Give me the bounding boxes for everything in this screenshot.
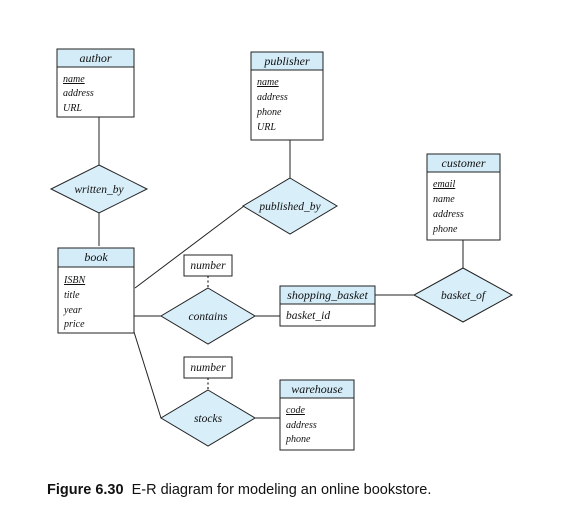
entity-book-attr-3: price (63, 319, 85, 330)
relationship-stocks-diamond (160, 389, 256, 447)
line-book-stocks (133, 331, 162, 419)
entity-customer-attr-0: email (433, 179, 455, 190)
entity-customer: customer email name address phone (426, 153, 501, 241)
attribute-box-stocks-number: number (183, 356, 233, 379)
entity-author-attr-0: name (63, 74, 85, 85)
entity-author: author name address URL (56, 48, 135, 118)
relationship-published_by: published_by (242, 177, 338, 235)
entity-customer-attr-2: address (433, 209, 464, 220)
entity-shopping_basket: shopping_basket basket_id (279, 285, 376, 327)
entity-customer-attr-3: phone (432, 224, 458, 235)
entity-author-title: author (79, 51, 111, 65)
relationship-written_by: written_by (49, 164, 149, 214)
attribute-box-stocks-number-label: number (190, 362, 226, 374)
attribute-box-stocks-number-rect (183, 356, 233, 379)
relationship-basket_of-label: basket_of (441, 290, 487, 302)
entity-author-attr-1: address (63, 88, 94, 99)
entity-book: book ISBN title year price (57, 247, 135, 334)
entity-book-title: book (84, 250, 108, 264)
relationship-stocks-label: stocks (194, 413, 223, 425)
entity-book-attr-0: ISBN (63, 275, 86, 286)
entity-author-attr-2: URL (63, 103, 82, 114)
entity-publisher-attr-0: name (257, 77, 279, 88)
entity-warehouse-body (279, 397, 355, 451)
entity-warehouse-attr-0: code (286, 405, 305, 416)
connector-lines (98, 117, 464, 419)
attribute-box-contains-number-label: number (190, 260, 226, 272)
entity-publisher-attr-2: phone (256, 107, 282, 118)
entity-customer-body (426, 171, 501, 241)
entity-shopping_basket-body (279, 303, 376, 327)
entity-author-body (56, 66, 135, 118)
entity-warehouse: warehouse code address phone (279, 379, 355, 451)
entity-publisher: publisher name address phone URL (250, 51, 324, 141)
entity-book-body (57, 266, 135, 334)
relationship-published_by-label: published_by (258, 201, 321, 213)
entity-book-attr-1: title (64, 290, 80, 301)
figure-caption-label: Figure 6.30 (47, 482, 124, 498)
relationship-basket_of: basket_of (412, 267, 514, 323)
entity-publisher-attr-1: address (257, 92, 288, 103)
figure-caption-text: E-R diagram for modeling an online books… (131, 482, 432, 498)
entity-shopping_basket-title: shopping_basket (287, 288, 368, 302)
relationship-contains-diamond (160, 287, 256, 345)
relationship-stocks: stocks (160, 389, 256, 447)
line-published_by-book (134, 205, 245, 289)
attribute-box-contains-number: number (183, 254, 233, 277)
relationship-written_by-label: written_by (74, 184, 124, 196)
entity-customer-attr-1: name (433, 194, 455, 205)
entity-warehouse-attr-1: address (286, 420, 317, 431)
relationship-written_by-diamond (49, 164, 149, 214)
figure-caption: Figure 6.30 E-R diagram for modeling an o… (47, 482, 431, 498)
entity-book-attr-2: year (63, 305, 82, 316)
relationship-contains-label: contains (189, 311, 228, 323)
entity-shopping_basket-attr-0: basket_id (286, 310, 330, 322)
entity-warehouse-attr-2: phone (285, 434, 311, 445)
relationship-basket_of-diamond (412, 267, 514, 323)
attribute-box-contains-number-rect (183, 254, 233, 277)
relationship-contains: contains (160, 287, 256, 345)
entity-customer-title: customer (442, 156, 486, 170)
relationship-published_by-diamond (242, 177, 338, 235)
entity-publisher-attr-3: URL (257, 122, 276, 133)
entity-publisher-title: publisher (263, 54, 310, 68)
entity-publisher-body (250, 69, 324, 141)
entity-warehouse-title: warehouse (291, 382, 343, 396)
